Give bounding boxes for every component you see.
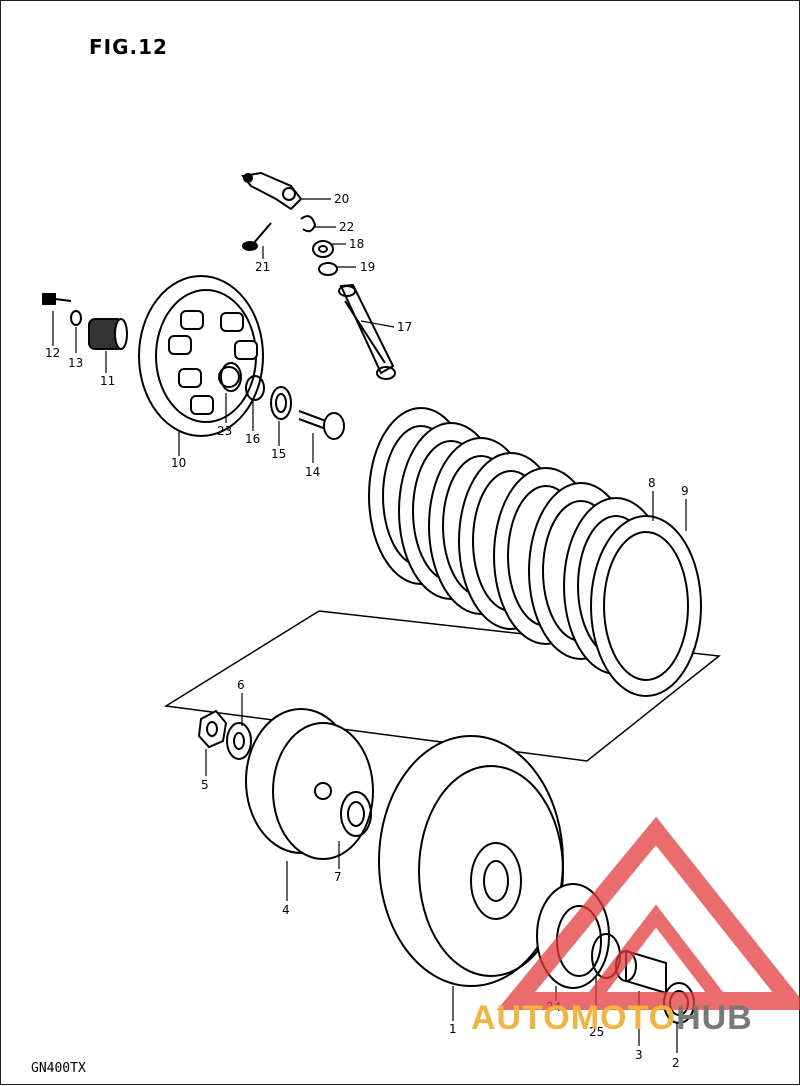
release-arm-20 [241, 171, 303, 211]
o-ring-19 [318, 262, 338, 276]
watermark-text-part1: AUTOMOTO [471, 999, 677, 1037]
callout-17: 17 [397, 320, 412, 334]
callout-18: 18 [349, 237, 364, 251]
watermark-text-part2: HUB [676, 999, 753, 1037]
watermark-logo [496, 816, 800, 1010]
bolt-21 [242, 222, 272, 251]
bolt-12 [42, 293, 72, 305]
oil-seal-18 [312, 240, 334, 258]
clip-22 [300, 215, 317, 233]
callout-14: 14 [305, 465, 320, 479]
callout-2: 2 [672, 1056, 680, 1070]
push-piece-14 [298, 410, 345, 440]
callout-22: 22 [339, 220, 354, 234]
model-code: GN400TX [31, 1061, 86, 1076]
callout-13: 13 [68, 356, 83, 370]
callout-7: 7 [334, 870, 342, 884]
callout-23: 23 [217, 424, 232, 438]
watermark-text: AUTOMOTOHUB [471, 999, 753, 1038]
sleeve-hub-4 [245, 708, 374, 860]
washer-16 [245, 375, 265, 401]
callout-16: 16 [245, 432, 260, 446]
figure-title: FIG.12 [89, 35, 168, 59]
washer-13 [70, 310, 82, 326]
clutch-plates-8-9 [368, 407, 702, 697]
callout-11: 11 [100, 374, 115, 388]
nut-5 [197, 709, 228, 749]
pressure-plate-10 [138, 275, 264, 437]
callout-4: 4 [282, 903, 290, 917]
callout-21: 21 [255, 260, 270, 274]
clutch-spring-11 [88, 318, 128, 350]
callout-19: 19 [360, 260, 375, 274]
washer-7 [340, 791, 372, 837]
callout-12: 12 [45, 346, 60, 360]
callout-5: 5 [201, 778, 209, 792]
callout-1: 1 [449, 1022, 457, 1036]
callout-15: 15 [271, 447, 286, 461]
bearing-23 [220, 362, 242, 392]
callout-3: 3 [635, 1048, 643, 1062]
release-shaft-17 [338, 283, 396, 380]
callout-9: 9 [681, 484, 689, 498]
callout-6: 6 [237, 678, 245, 692]
clutch-housing-1 [378, 735, 564, 987]
lock-washer-6 [226, 722, 252, 760]
callout-8: 8 [648, 476, 656, 490]
callout-25: 25 [589, 1025, 604, 1039]
callout-20: 20 [334, 192, 349, 206]
callout-10: 10 [171, 456, 186, 470]
thrust-bearing-15 [270, 386, 292, 420]
